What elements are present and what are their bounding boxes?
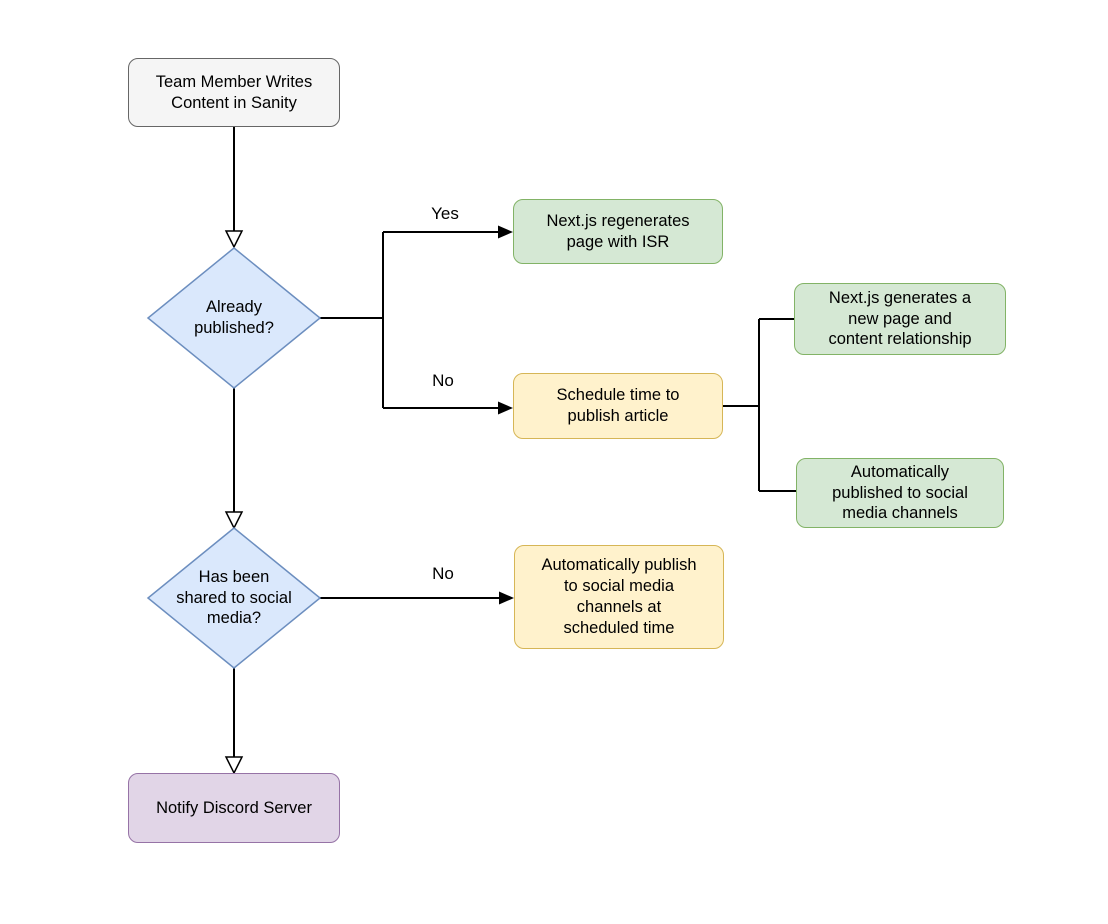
edge-label-no-schedule: No <box>412 368 474 394</box>
node-schedule-publish: Schedule time to publish article <box>513 373 723 439</box>
node-generate-page: Next.js generates a new page and content… <box>794 283 1006 355</box>
node-isr-regenerate: Next.js regenerates page with ISR <box>513 199 723 264</box>
node-start: Team Member Writes Content in Sanity <box>128 58 340 127</box>
arrowhead-solid-schedule <box>498 401 513 415</box>
arrowhead-hollow-decision1 <box>224 230 244 249</box>
edge-label-no-scheduled-publish: No <box>412 561 474 587</box>
arrowhead-hollow-decision2 <box>224 511 244 530</box>
node-notify-discord: Notify Discord Server <box>128 773 340 843</box>
arrowhead-hollow-notify <box>224 756 244 775</box>
arrowhead-solid-scheduled-publish <box>499 591 514 605</box>
node-decision-shared-social-shape <box>146 527 322 669</box>
node-decision-already-published-shape <box>146 247 322 389</box>
arrowhead-solid-isr <box>498 225 513 239</box>
edge-label-yes: Yes <box>414 201 476 227</box>
node-auto-published-social: Automatically published to social media … <box>796 458 1004 528</box>
node-auto-publish-scheduled: Automatically publish to social media ch… <box>514 545 724 649</box>
